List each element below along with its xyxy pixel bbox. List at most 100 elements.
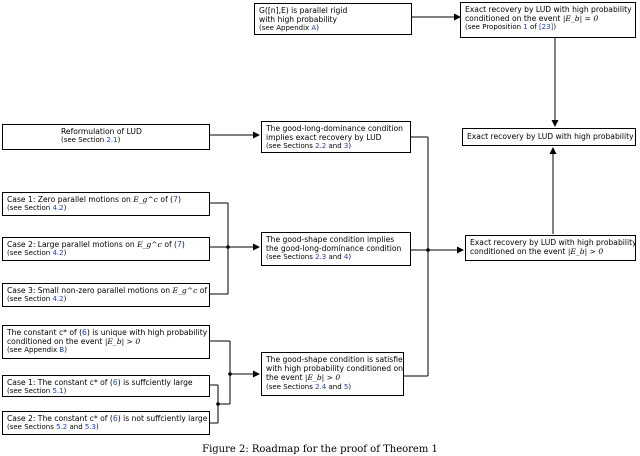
ref-text: ) xyxy=(348,382,352,391)
ref-link[interactable]: 2.3 xyxy=(315,253,327,262)
node-reformulation: Reformulation of LUD (see Section 2.1) xyxy=(2,124,210,150)
node-text: the event xyxy=(266,373,305,383)
ref-text: ) xyxy=(117,136,121,145)
ref-link[interactable]: 7 xyxy=(173,195,178,204)
node-text: of ( xyxy=(158,195,174,204)
math-expression: |E_b| > 0 xyxy=(567,247,604,257)
node-text: conditioned on the event xyxy=(465,14,563,24)
ref-text: ) xyxy=(553,23,557,32)
ref-link[interactable]: 4.2 xyxy=(52,249,64,258)
node-text: ) xyxy=(177,195,181,204)
ref-text: (see Section xyxy=(7,295,53,304)
ref-text: and xyxy=(326,382,344,391)
ref-text: ) xyxy=(96,423,99,432)
node-case2-large-motions: Case 2: Large parallel motions on E_g^c … xyxy=(2,237,210,261)
node-exact-recovery-zero: Exact recovery by LUD with high probabil… xyxy=(460,2,636,38)
ref-link[interactable]: 2.1 xyxy=(106,136,118,145)
node-exact-recovery-positive: Exact recovery by LUD with high probabil… xyxy=(465,235,636,261)
figure-caption: Figure 2: Roadmap for the proof of Theor… xyxy=(202,444,438,455)
ref-text: and xyxy=(326,142,344,151)
ref-link[interactable]: 4.2 xyxy=(52,295,64,304)
math-expression: E_g^c xyxy=(137,240,162,249)
ref-text: (see Section xyxy=(7,249,53,258)
ref-text: ) xyxy=(63,249,67,258)
math-expression: E_g^c xyxy=(172,286,198,295)
node-case2-constant-not-large: Case 2: The constant c* of (6) is not su… xyxy=(2,411,210,435)
node-good-shape-implies: The good-shape condition implies the goo… xyxy=(261,232,411,266)
node-text: ) is suffciently large xyxy=(117,378,193,387)
node-text: Exact recovery by LUD with high probabil… xyxy=(465,5,632,14)
node-text: Case 1: Zero parallel motions on xyxy=(7,195,134,204)
node-text: Case 1: The constant c* of ( xyxy=(7,378,113,387)
ref-text: ) xyxy=(348,142,352,151)
ref-text: (see Appendix xyxy=(7,346,60,355)
ref-text: (see Section xyxy=(61,136,107,145)
node-text: the good-long-dominance condition xyxy=(266,244,402,254)
node-text: ) is not suffciently large xyxy=(117,414,208,423)
junction-dot xyxy=(226,245,230,249)
ref-link[interactable]: 6 xyxy=(112,378,118,387)
ref-text: (see Sections xyxy=(266,253,316,262)
node-text: ) xyxy=(181,240,185,249)
ref-link[interactable]: 5.2 xyxy=(56,423,68,432)
ref-link[interactable]: A xyxy=(311,24,317,33)
ref-link[interactable]: B xyxy=(59,346,65,355)
ref-link[interactable]: 2.2 xyxy=(315,142,327,151)
ref-text: (see Appendix xyxy=(259,24,312,33)
ref-text: (see Proposition xyxy=(465,23,524,32)
math-expression: |E_b| > 0 xyxy=(304,373,341,383)
ref-text: ) xyxy=(348,253,352,262)
ref-text: and xyxy=(326,253,344,262)
ref-text: ) xyxy=(63,295,67,304)
node-text: of ( xyxy=(199,286,209,295)
node-text: Exact recovery by LUD with high probabil… xyxy=(470,238,636,247)
ref-link[interactable]: 5.1 xyxy=(52,387,64,396)
ref-text: of xyxy=(527,23,539,32)
junction-dot xyxy=(228,372,232,376)
node-text: of ( xyxy=(161,240,178,249)
node-text: Case 3: Small non-zero parallel motions … xyxy=(7,286,173,295)
ref-text: ) xyxy=(63,387,67,396)
ref-link[interactable]: 6 xyxy=(82,328,87,337)
node-text: with high probability xyxy=(259,15,338,25)
ref-link[interactable]: 5.3 xyxy=(84,423,97,432)
ref-text: (see Section xyxy=(7,387,53,396)
node-text: conditioned on the event xyxy=(7,337,105,347)
node-text: conditioned on the event xyxy=(470,247,568,257)
ref-link[interactable]: [23] xyxy=(538,23,554,32)
node-text: G([n],E) is parallel rigid xyxy=(259,6,348,15)
node-text: The good-shape condition implies xyxy=(266,235,395,244)
node-text: The good-shape condition is satisfied xyxy=(266,355,404,364)
node-text: Case 2: The constant c* of ( xyxy=(7,414,113,423)
node-text: ) is unique with high probability xyxy=(86,328,208,337)
ref-link[interactable]: 2.4 xyxy=(315,382,327,391)
node-text: Exact recovery by LUD with high probabil… xyxy=(467,132,634,141)
ref-link[interactable]: 7 xyxy=(177,240,182,249)
ref-link[interactable]: 3 xyxy=(343,142,349,151)
ref-link[interactable]: 5 xyxy=(343,382,349,391)
ref-text: and xyxy=(67,423,85,432)
ref-link[interactable]: 4 xyxy=(343,253,349,262)
node-good-long-dominance: The good-long-dominance condition implie… xyxy=(261,121,411,153)
ref-text: (see Section xyxy=(7,204,53,213)
node-case1-constant-large: Case 1: The constant c* of (6) is suffci… xyxy=(2,375,210,397)
node-text: implies exact recovery by LUD xyxy=(266,133,382,143)
junction-dot xyxy=(216,402,220,406)
node-text: Reformulation of LUD xyxy=(61,127,142,136)
ref-text: (see Sections xyxy=(7,423,57,432)
ref-text: (see Sections xyxy=(266,142,316,151)
ref-link[interactable]: 1 xyxy=(523,23,528,32)
math-expression: |E_b| > 0 xyxy=(104,337,141,347)
node-exact-recovery: Exact recovery by LUD with high probabil… xyxy=(462,128,636,146)
node-text: The constant c* of ( xyxy=(7,328,83,337)
ref-text: ) xyxy=(63,204,67,213)
node-constant-unique: The constant c* of (6) is unique with hi… xyxy=(2,325,210,359)
node-parallel-rigid: G([n],E) is parallel rigid with high pro… xyxy=(254,3,412,35)
ref-link[interactable]: 6 xyxy=(112,414,118,423)
ref-text: ) xyxy=(316,24,319,33)
node-text: The good-long-dominance condition xyxy=(266,124,403,133)
node-case3-small-motions: Case 3: Small non-zero parallel motions … xyxy=(2,283,210,307)
ref-link[interactable]: 4.2 xyxy=(52,204,64,213)
ref-text: (see Sections xyxy=(266,382,316,391)
